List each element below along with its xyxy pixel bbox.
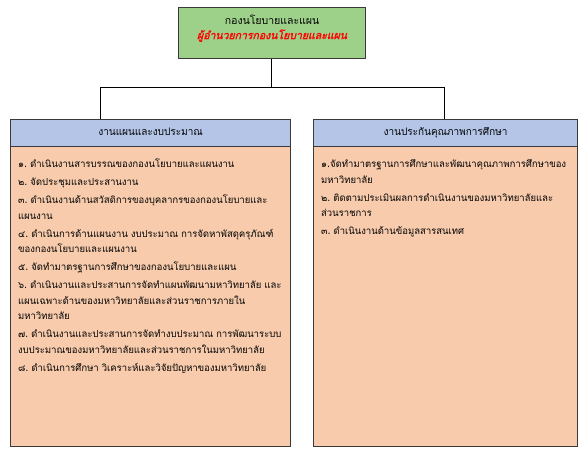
list-item: ๒. ติดตามประเมินผลการดำเนินงานของมหาวิทย…	[321, 192, 554, 220]
right-section-body: ๑.จัดทำมาตรฐานการศึกษาและพัฒนาคุณภาพการศ…	[313, 146, 578, 447]
list-item: ๔. ดำเนินการด้านแผนงาน งบประมาณ การจัดหา…	[18, 228, 274, 256]
connector-vertical-main	[271, 59, 272, 87]
list-item: ๑.จัดทำมาตรฐานการศึกษาและพัฒนาคุณภาพการศ…	[321, 159, 567, 186]
list-item: ๓. ดำเนินงานด้านข้อมูลสารสนเทศ	[321, 226, 465, 238]
list-item: ๖. ดำเนินงานและประสานการจัดทำแผนพัฒนามหา…	[18, 280, 282, 323]
list-item: ๑. ดำเนินงานสารบรรณของกองนโยบายและแผนงาน	[18, 159, 235, 170]
connector-horizontal	[100, 87, 445, 88]
right-section-heading: งานประกันคุณภาพการศึกษา	[313, 119, 578, 147]
list-item: ๓. ดำเนินงานด้านสวัสดิการของบุคลากรของกอ…	[18, 194, 268, 222]
list-item: ๗. ดำเนินงานและประสานการจัดทำงบประมาณ กา…	[18, 329, 282, 356]
connector-right-drop	[444, 87, 445, 119]
list-item: ๒. จัดประชุมและประสานงาน	[18, 176, 139, 188]
left-section-heading: งานแผนและงบประมาณ	[10, 119, 291, 147]
top-unit-box: กองนโยบายและแผน ผู้อำนวยการกองนโยบายและแ…	[178, 7, 366, 59]
connector-left-drop	[100, 87, 101, 119]
unit-title: กองนโยบายและแผน	[224, 15, 320, 27]
list-item: ๕. จัดทำมาตรฐานการศึกษาของกองนโยบายและแผ…	[18, 262, 237, 274]
unit-director: ผู้อำนวยการกองนโยบายและแผน	[197, 30, 347, 42]
list-item: ๘. ดำเนินการศึกษา วิเคราะห์และวิจัยปัญหา…	[18, 362, 267, 374]
left-section-body: ๑. ดำเนินงานสารบรรณของกองนโยบายและแผนงาน…	[10, 146, 291, 447]
